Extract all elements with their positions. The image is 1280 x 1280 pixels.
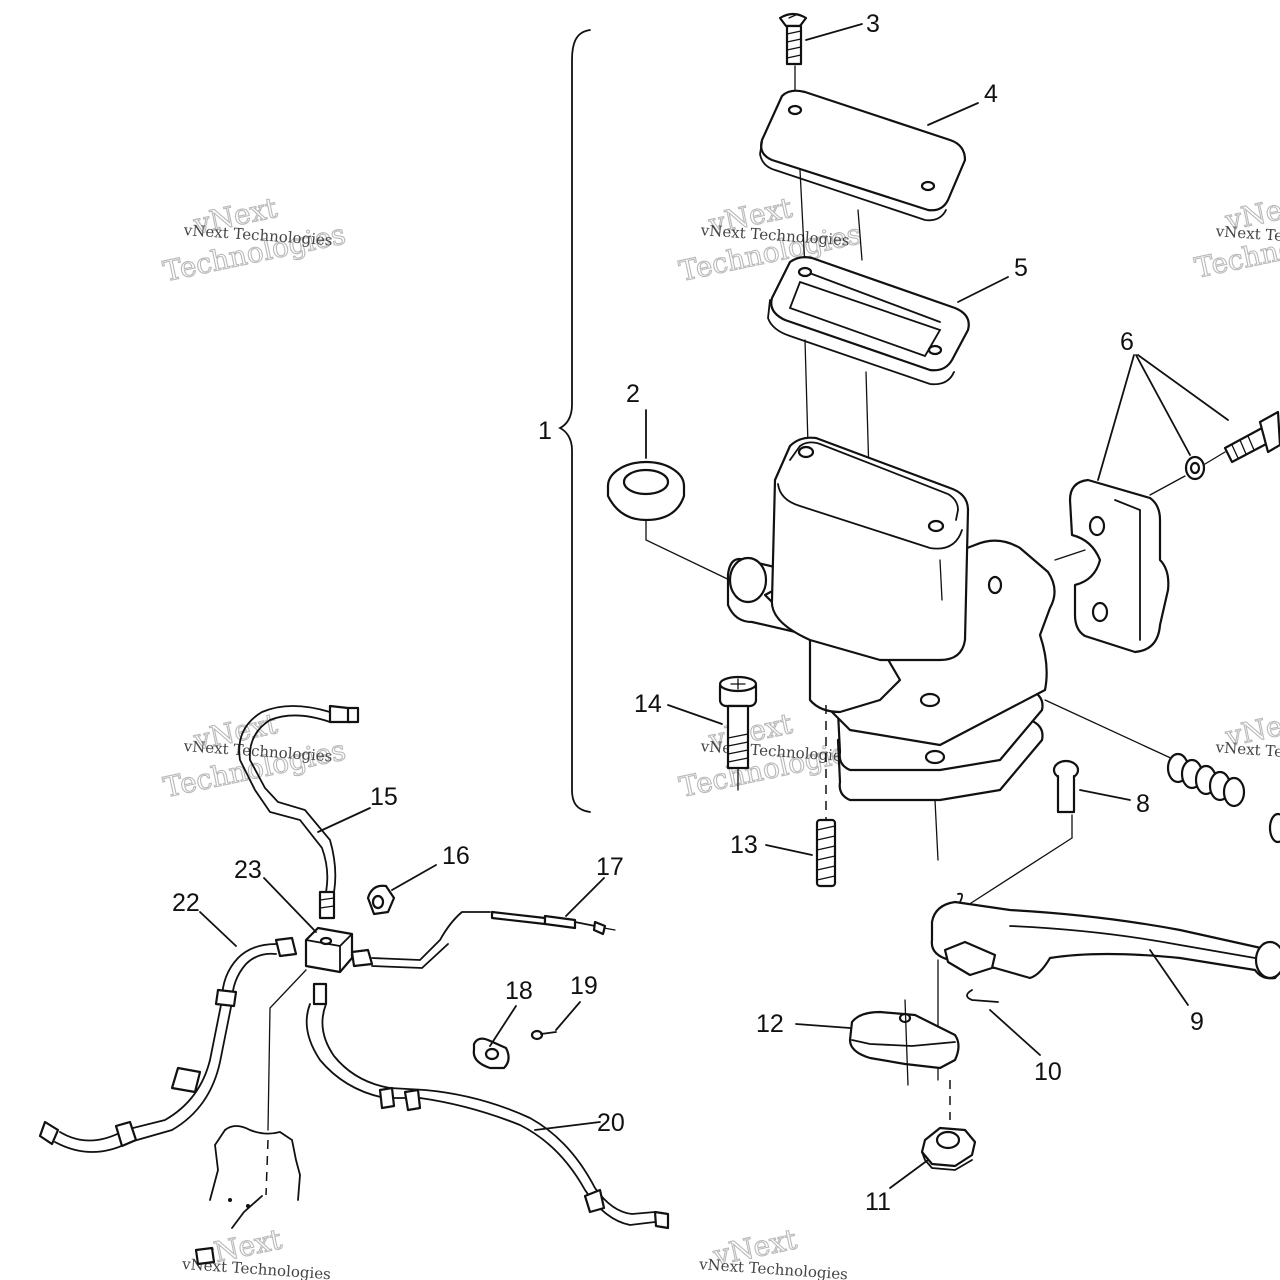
axis-line-cover-right xyxy=(857,209,863,261)
callout-9: 9 xyxy=(1190,1008,1204,1036)
part-5-diaphragm-gasket xyxy=(767,256,970,386)
part-12-adjuster-knob xyxy=(848,1010,960,1070)
axis-line-knob xyxy=(904,999,909,1086)
part-14-pivot-bolt xyxy=(718,675,758,770)
brake-line-to-cable-inner xyxy=(371,943,449,969)
callout-4: 4 xyxy=(984,80,998,108)
frame-section-lower xyxy=(231,1195,263,1229)
callout-8: 8 xyxy=(1136,790,1150,818)
part-2-seal-ring xyxy=(606,460,686,522)
lower-fitting-bolt xyxy=(194,1246,216,1266)
callout-14: 14 xyxy=(634,690,662,718)
callout-13: 13 xyxy=(730,831,758,859)
part-18-cable-clamp xyxy=(472,1037,510,1070)
part-3-cover-screw xyxy=(778,12,808,66)
axis-line-junction-dashed xyxy=(265,1139,269,1196)
callout-22: 22 xyxy=(172,889,200,917)
callout-20: 20 xyxy=(597,1109,625,1137)
part-13-adjust-screw xyxy=(815,818,837,888)
part-19-clamp-screw xyxy=(530,1029,557,1041)
axis-line-clamp xyxy=(1054,549,1086,561)
frame-section-outline xyxy=(224,1125,301,1201)
callout-19: 19 xyxy=(570,972,598,1000)
leader-lines xyxy=(199,23,1229,1189)
callout-6: 6 xyxy=(1120,328,1134,356)
part-15-brake-hose xyxy=(238,704,360,920)
axis-line-lever-pin-2 xyxy=(967,837,1073,906)
axis-line-cover-left xyxy=(799,169,806,269)
axis-line-gasket-left xyxy=(804,339,809,446)
part-22-brake-hose xyxy=(38,936,298,1153)
part-9-brake-lever xyxy=(930,892,1280,980)
master-cylinder-body xyxy=(726,436,1056,802)
callout-15: 15 xyxy=(370,783,398,811)
part-20-brake-hose xyxy=(305,982,670,1230)
part-11-lock-nut xyxy=(920,1126,977,1171)
frame-dot xyxy=(246,1204,250,1208)
piston-spring xyxy=(1166,752,1280,844)
part-6-washer xyxy=(1184,455,1206,481)
part-10-spring-clip xyxy=(966,989,999,1003)
callout-18: 18 xyxy=(505,977,533,1005)
axis-line-clamp-washer xyxy=(1149,475,1186,496)
part-16-bleeder-valve xyxy=(366,884,396,916)
part-4-reservoir-cover xyxy=(759,89,967,222)
callout-23: 23 xyxy=(234,856,262,884)
part-23-junction-block xyxy=(304,926,354,974)
frame-dot xyxy=(228,1198,232,1202)
callout-3: 3 xyxy=(866,10,880,38)
axis-line-junction xyxy=(267,969,307,1131)
callout-5: 5 xyxy=(1014,254,1028,282)
callout-2: 2 xyxy=(626,380,640,408)
junction-outlet-fitting xyxy=(350,948,374,968)
callout-12: 12 xyxy=(756,1010,784,1038)
callout-1: 1 xyxy=(538,417,552,445)
watermark-small-mid-right: vNext Technologies xyxy=(1214,738,1280,766)
axis-line-clamp-bolt xyxy=(1204,451,1226,465)
axis-line-seal xyxy=(645,519,741,586)
part-6-clamp-bolt xyxy=(1223,410,1280,464)
callout-11: 11 xyxy=(865,1188,891,1216)
part-8-lever-pin xyxy=(1052,759,1080,814)
callout-16: 16 xyxy=(442,842,470,870)
callout-10: 10 xyxy=(1034,1058,1062,1086)
part-6-handlebar-clamp xyxy=(1068,478,1170,654)
part-17-switch-cable xyxy=(490,910,616,936)
axis-line-piston xyxy=(1044,699,1176,761)
frame-section-left xyxy=(209,1129,226,1201)
brake-line-to-cable xyxy=(371,911,491,961)
axis-line-body-lower xyxy=(934,799,939,861)
callout-17: 17 xyxy=(596,853,624,881)
assembly-bracket xyxy=(557,29,591,813)
